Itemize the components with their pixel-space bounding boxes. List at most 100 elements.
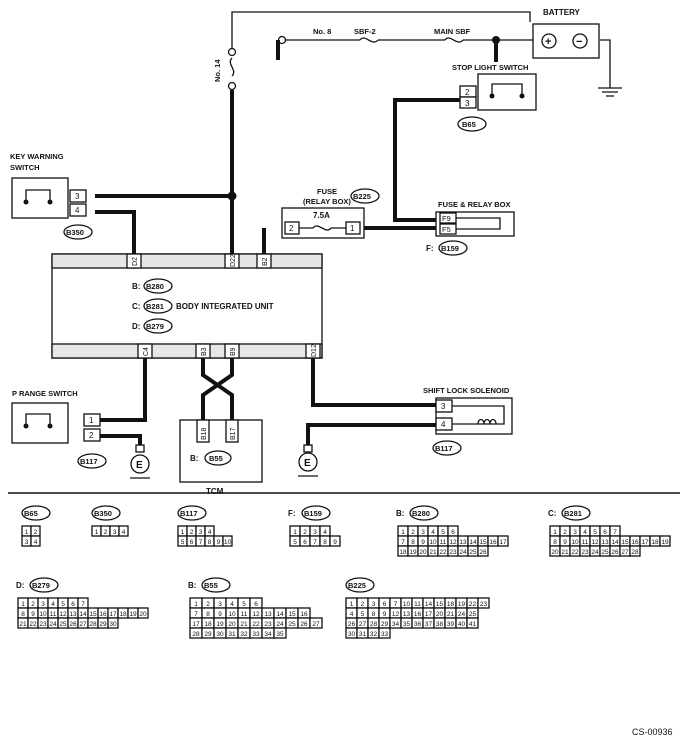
connector-pin-label: 6 xyxy=(254,601,258,608)
ground-e-label: E xyxy=(136,460,143,471)
connector-view-prefix: C: xyxy=(548,509,556,518)
stop-light-switch-connector-badge xyxy=(457,116,487,132)
connector-view-prefix: F: xyxy=(288,509,296,518)
biu-terminal xyxy=(256,253,272,269)
wire-b3-cross xyxy=(201,358,234,420)
biu-prefix: C: xyxy=(132,302,140,311)
connector-pin-label: 2 xyxy=(190,529,194,536)
tcm-connector: B55 xyxy=(209,454,223,463)
connector-pin-label: 17 xyxy=(109,611,117,618)
connector-pin-cell xyxy=(137,607,149,619)
tcm-connector-badge xyxy=(204,450,232,466)
stop-light-switch-pin-label: 3 xyxy=(465,99,470,108)
connector-view-badge xyxy=(91,505,121,521)
connector-pin-cell xyxy=(477,545,489,557)
key-warning-switch-contact xyxy=(25,189,51,200)
body-integrated-unit-bottom-strip xyxy=(51,343,323,359)
connector-pin-label: 1 xyxy=(21,601,25,608)
p-range-switch-pin-dot xyxy=(47,423,53,429)
connector-view-badge xyxy=(345,577,375,593)
connector-pin-label: 1 xyxy=(181,529,185,536)
fuse-main-sbf-symbol xyxy=(444,37,464,43)
biu-terminal-label: B3 xyxy=(201,347,208,356)
connector-pin-label: 8 xyxy=(206,611,210,618)
fuse-relay-box-label: FUSE & RELAY BOX xyxy=(438,200,511,209)
wire-d12-to-shiftlock xyxy=(311,358,436,407)
p-range-switch-contact xyxy=(25,413,51,424)
connector-pin-label: 14 xyxy=(276,611,284,618)
connector-pin-label: 11 xyxy=(582,539,589,546)
connector-pin-label: 17 xyxy=(641,539,649,546)
connector-pin-label: 16 xyxy=(300,611,308,618)
connector-view-badge xyxy=(29,577,59,593)
connector-pin-label: 41 xyxy=(469,621,477,628)
connector-pin-label: 35 xyxy=(276,631,284,638)
biu-terminal-label: D12 xyxy=(311,344,318,357)
connector-pin-label: 14 xyxy=(611,539,619,546)
stop-light-switch-pin-dot xyxy=(489,93,495,99)
tcm-terminal-label: B18 xyxy=(201,427,208,440)
connector-pin-label: 18 xyxy=(447,601,455,608)
connector-pin-label: 5 xyxy=(293,539,297,546)
connector-pin-label: 10 xyxy=(39,611,47,618)
ground-e-label: E xyxy=(304,458,311,469)
connector-pin-label: 26 xyxy=(69,621,77,628)
connector-pin-label: 29 xyxy=(381,621,389,628)
fuse-relay-box-pin-label: F9 xyxy=(442,214,451,223)
connector-pin-label: 3 xyxy=(573,529,577,536)
connector-pin-label: 23 xyxy=(264,621,272,628)
connector-pin-label: 31 xyxy=(228,631,236,638)
connector-pin-label: 5 xyxy=(61,601,65,608)
connector-pin-label: 24 xyxy=(49,621,57,628)
connector-pin-label: 37 xyxy=(425,621,433,628)
fuse-relay-label: FUSE xyxy=(317,187,337,196)
connector-pin-label: 25 xyxy=(288,621,296,628)
connector-pin-label: 3 xyxy=(218,601,222,608)
connector-pin-label: 20 xyxy=(139,611,147,618)
connector-pin-label: 16 xyxy=(414,611,422,618)
connector-pin-label: 2 xyxy=(31,601,35,608)
connector-pin-label: 16 xyxy=(489,539,497,546)
connector-pin-label: 18 xyxy=(399,549,407,556)
connector-pin-label: 28 xyxy=(89,621,97,628)
connector-view-badge xyxy=(409,505,439,521)
connector-pin-label: 39 xyxy=(447,621,455,628)
connector-pin-label: 20 xyxy=(436,611,444,618)
connector-pin-label: 30 xyxy=(109,621,117,628)
connector-pin-label: 32 xyxy=(370,631,378,638)
wire-top-loop xyxy=(231,11,531,40)
connector-pin-label: 26 xyxy=(611,549,619,556)
connector-pin-label: 3 xyxy=(25,539,29,546)
key-warning-switch-pin-dot xyxy=(47,199,53,205)
connector-pin-label: 8 xyxy=(553,539,557,546)
fuse-relay-symbol xyxy=(299,225,346,231)
key-warning-switch-pin-label: 4 xyxy=(75,206,80,215)
biu-connector: B281 xyxy=(146,302,164,311)
connector-pin-label: 20 xyxy=(419,549,427,556)
stop-light-switch-pin-label: 2 xyxy=(465,88,470,97)
connector-pin-label: 17 xyxy=(425,611,433,618)
connector-pin-label: 25 xyxy=(59,621,67,628)
key-warning-switch-connector-badge xyxy=(63,224,93,240)
connector-pin-label: 22 xyxy=(469,601,477,608)
connector-pin-label: 7 xyxy=(194,611,198,618)
connector-pin-label: 3 xyxy=(421,529,425,536)
connector-pin-label: 15 xyxy=(436,601,444,608)
connector-pin-label: 2 xyxy=(563,529,567,536)
biu-terminal-label: D22 xyxy=(230,254,237,267)
biu-terminal-label: B9 xyxy=(230,347,237,356)
connector-pin-label: 22 xyxy=(439,549,447,556)
connector-pin-label: 15 xyxy=(479,539,487,546)
connector-pin-label: 4 xyxy=(51,601,55,608)
biu-terminal xyxy=(137,343,153,359)
connector-view-prefix: B: xyxy=(188,581,196,590)
shift-lock-solenoid-pin-label: 3 xyxy=(441,402,446,411)
connector-pin-label: 7 xyxy=(199,539,203,546)
connector-pin-label: 14 xyxy=(469,539,477,546)
body-integrated-unit-top-strip xyxy=(51,253,323,269)
connector-pin-cell xyxy=(107,617,119,629)
connector-pin-label: 10 xyxy=(429,539,437,546)
